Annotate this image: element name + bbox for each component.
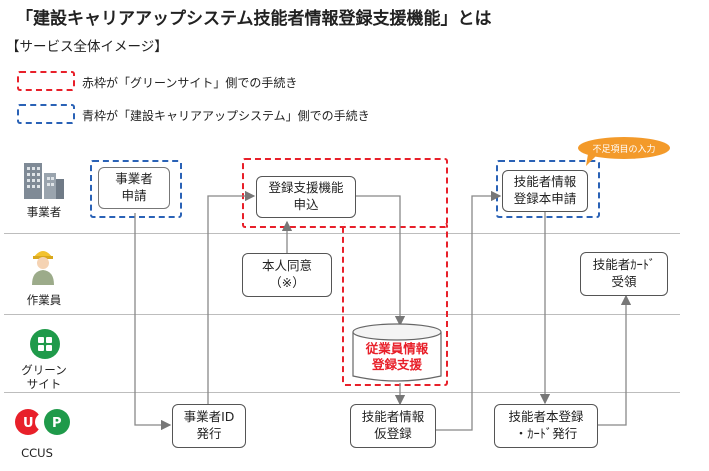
bubble-tail xyxy=(586,154,598,166)
ccus-main-apply-frame xyxy=(496,160,600,218)
page-title: 「建設キャリアアップシステム技能者情報登録支援機能」とは xyxy=(16,9,492,29)
actor-greensite-label: グリーン サイト xyxy=(21,363,67,392)
actor-employer-label: 事業者 xyxy=(26,205,62,219)
ccus-logo: U P xyxy=(15,409,70,435)
page-subtitle: 【サービス全体イメージ】 xyxy=(6,39,168,55)
legend-red-swatch xyxy=(17,71,75,91)
buildings-icon xyxy=(24,163,64,199)
consent-node: 本人同意 （※） xyxy=(242,253,332,297)
card-receive-node: 技能者ｶｰﾄﾞ 受領 xyxy=(580,252,668,296)
greensite-process-frame-lower xyxy=(342,223,448,386)
employee-db-cylinder xyxy=(352,323,442,382)
greensite-logo xyxy=(30,329,60,359)
employer-apply-frame xyxy=(90,160,182,218)
missing-fields-bubble: 不足項目の入力 xyxy=(578,137,670,159)
worker-icon xyxy=(32,251,54,285)
legend-blue-swatch xyxy=(17,104,75,124)
svg-text:U: U xyxy=(23,416,34,431)
employee-db-label: 従業員情報 登録支援 xyxy=(365,341,429,373)
provisional-register-node: 技能者情報 仮登録 xyxy=(350,404,436,448)
employer-id-node: 事業者ID 発行 xyxy=(172,404,246,448)
final-register-node: 技能者本登録 ・ｶｰﾄﾞ発行 xyxy=(494,404,598,448)
actor-worker-label: 作業員 xyxy=(26,293,62,307)
actor-ccus-label: CCUS xyxy=(21,446,53,460)
employer-apply-node: 事業者 申請 xyxy=(98,167,170,209)
legend-blue-text: 青枠が「建設キャリアアップシステム」側での手続き xyxy=(82,109,370,123)
lane-divider xyxy=(4,392,680,393)
registration-support-apply-node: 登録支援機能 申込 xyxy=(256,176,356,218)
main-apply-node: 技能者情報 登録本申請 xyxy=(502,170,588,212)
greensite-process-frame xyxy=(242,158,448,228)
svg-text:P: P xyxy=(52,416,62,431)
legend-red-text: 赤枠が「グリーンサイト」側での手続き xyxy=(82,76,298,90)
